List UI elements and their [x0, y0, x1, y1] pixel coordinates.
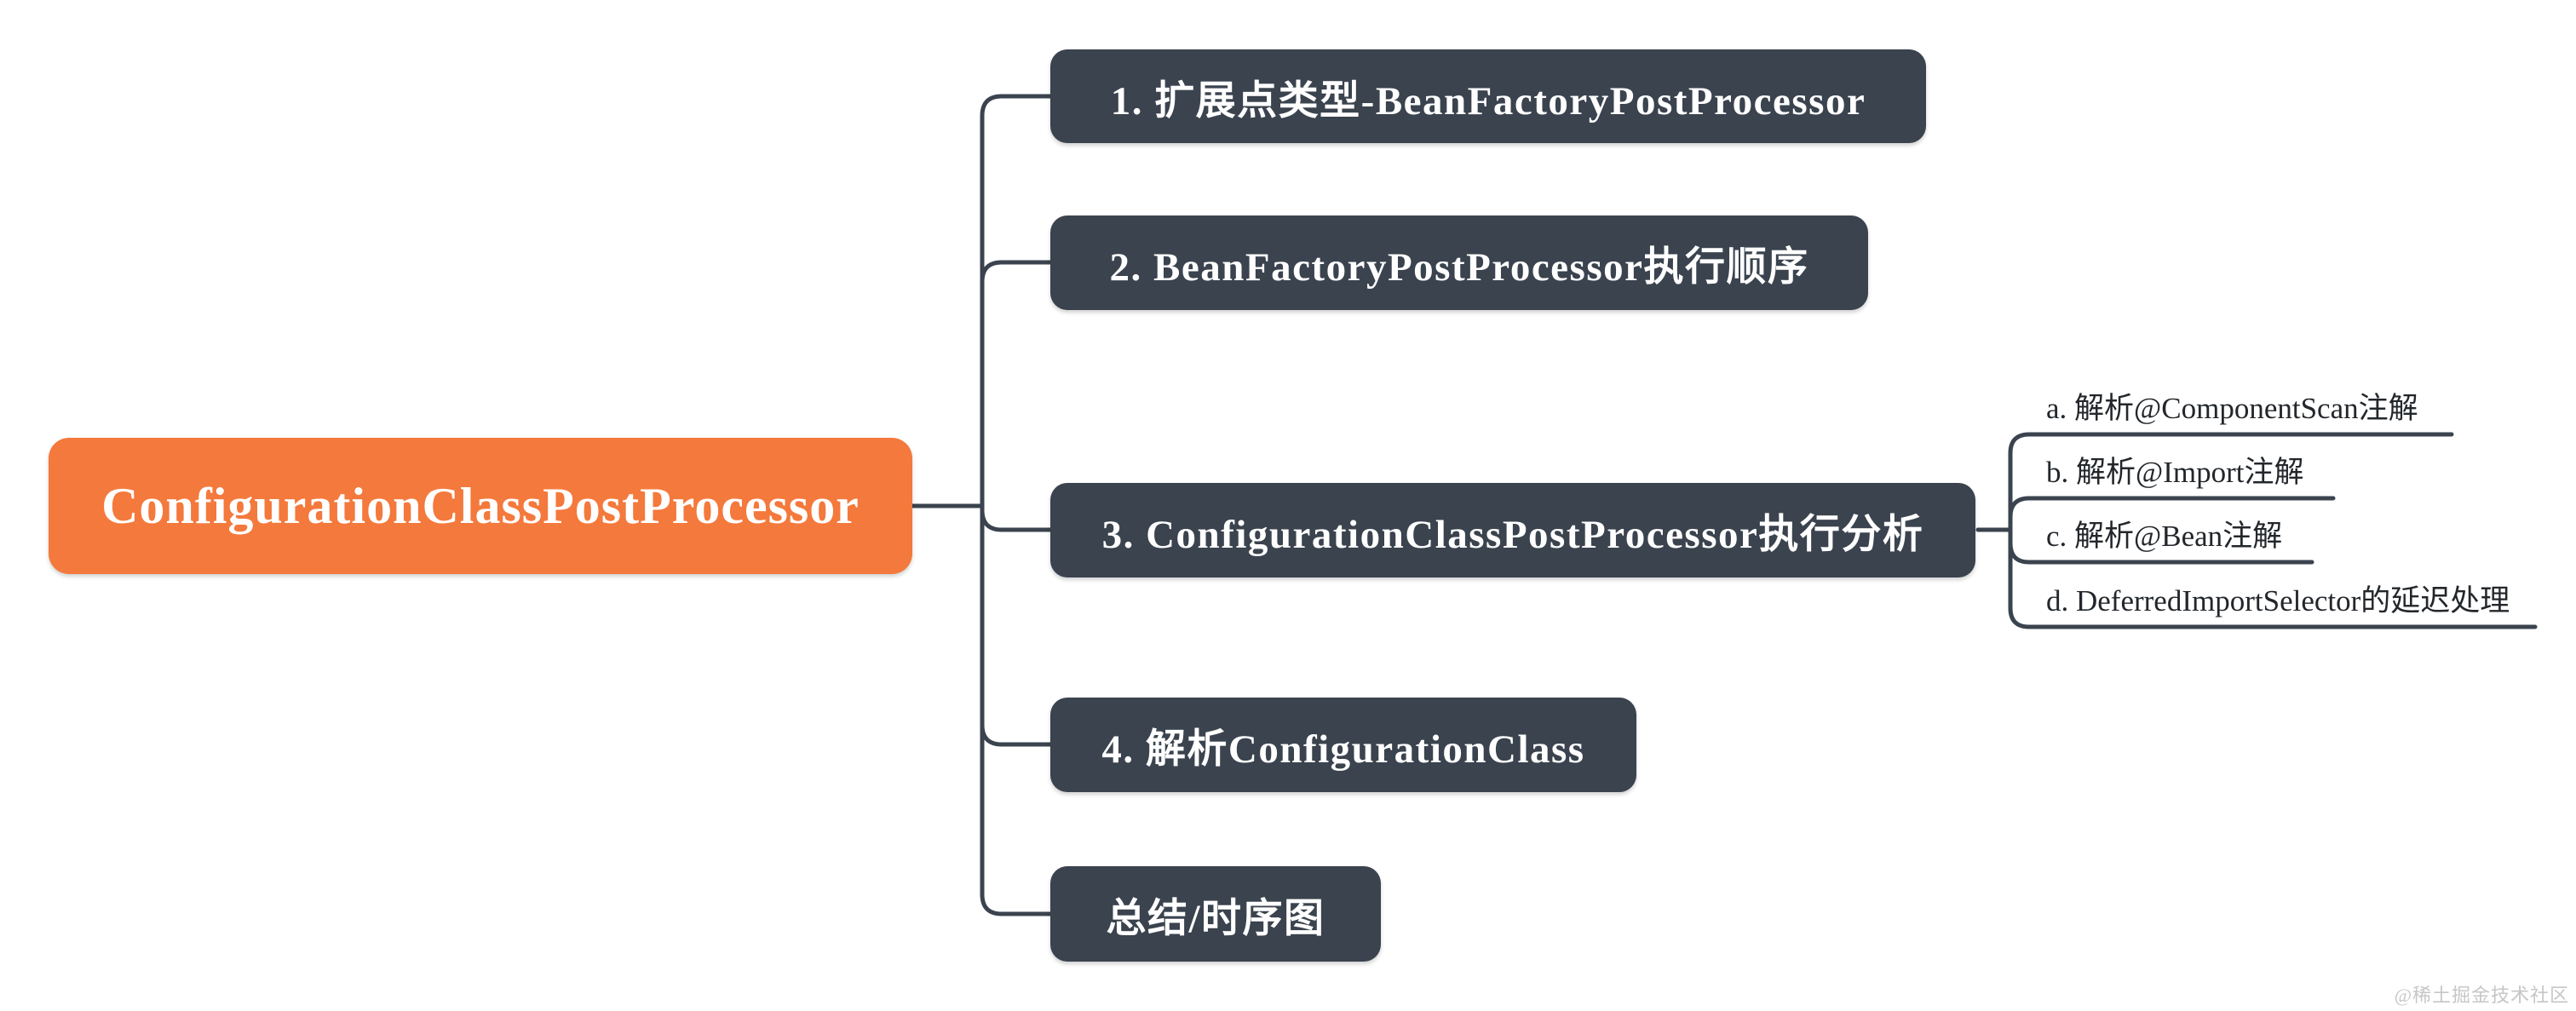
connector-branch-3 [980, 503, 1053, 532]
connector-branch-1 [980, 94, 1053, 508]
watermark-text: @稀土掘金技术社区 [2394, 985, 2569, 1006]
sub-item-a: a. 解析@ComponentScan注解 [2046, 392, 2418, 425]
connector-branch-4 [980, 503, 1053, 747]
branch-node-2: 2. BeanFactoryPostProcessor执行顺序 [1050, 215, 1868, 310]
sub-item-b: b. 解析@Import注解 [2046, 456, 2304, 489]
sub-item-c: c. 解析@Bean注解 [2046, 520, 2283, 553]
connector-subitem-a [2008, 432, 2454, 532]
connector-branch-2 [980, 260, 1053, 508]
connector-branch-5 [980, 503, 1053, 916]
branch-node-3: 3. ConfigurationClassPostProcessor执行分析 [1050, 483, 1975, 577]
branch-node-1: 1. 扩展点类型-BeanFactoryPostProcessor [1050, 49, 1926, 143]
connector-subitem-d [2008, 527, 2538, 629]
connector-subitem-b [2008, 496, 2336, 532]
branch-node-4: 4. 解析ConfigurationClass [1050, 698, 1636, 792]
root-node: ConfigurationClassPostProcessor [49, 438, 912, 574]
branch-node-5: 总结/时序图 [1050, 866, 1381, 962]
sub-item-d: d. DeferredImportSelector的延迟处理 [2046, 584, 2510, 618]
